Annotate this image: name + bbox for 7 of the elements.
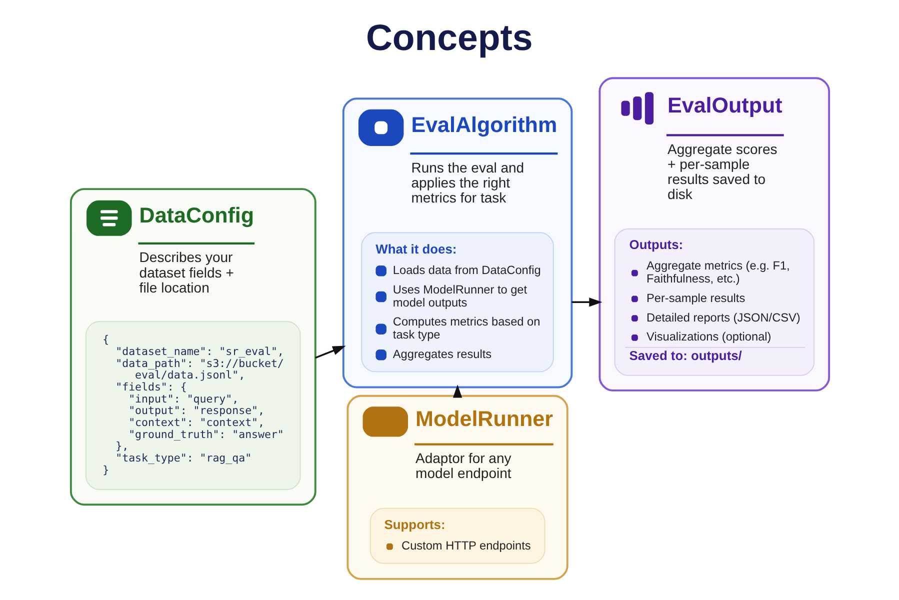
diagram-title: Concepts [366,16,532,58]
node-box: Supports: Custom HTTP endpoints [369,508,545,564]
arrow [571,298,602,307]
arrow [314,346,346,359]
node-box: Outputs: Aggregate metrics (e.g. F1, Faithfulness, etc.) Per-sample results Detailed reports (JSON/CSV) Visualizations (optional) Saved to: outputs/ [614,228,814,376]
node-box: What it does: Loads data from DataConfig Uses ModelRunner to get model outputs Computes metrics based on task type Aggregates results [360,232,554,372]
node-box: { "dataset_name": "sr_eval", "data_path": "s3://bucket/ eval/data.jsonl", "fields": { "input": "query", "output": "response", "context": "context", "ground_truth": "answer" }, "task_type": "rag_qa" } [84,321,300,490]
